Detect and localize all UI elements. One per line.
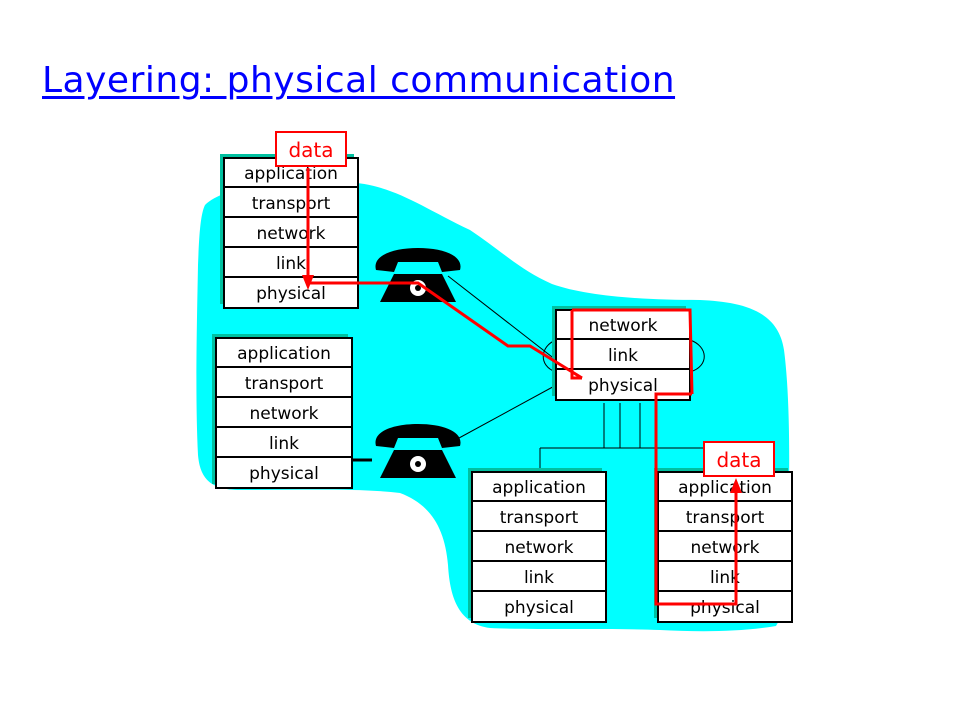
layer-transport-box <box>216 368 352 398</box>
layer-network-box <box>556 310 690 340</box>
layer-physical-box <box>472 592 606 622</box>
layer-network-box <box>658 532 792 562</box>
layer-network-label: network <box>504 538 573 558</box>
host-stack-bottom-middle: application transport network link physical <box>468 468 607 623</box>
layer-network-box <box>224 218 358 248</box>
layer-application-box <box>216 338 352 368</box>
route-connector <box>308 281 694 395</box>
layer-transport-label: transport <box>686 508 765 528</box>
layer-transport-label: transport <box>245 374 324 394</box>
data-label-destination: data <box>703 441 775 477</box>
layer-application-label: application <box>492 478 586 498</box>
stack-border <box>471 471 607 623</box>
stack-border <box>215 337 353 489</box>
data-label-destination-text: data <box>716 448 761 472</box>
layer-physical-label: physical <box>588 376 658 396</box>
layer-application-label: application <box>678 478 772 498</box>
layer-link-box <box>472 562 606 592</box>
layer-transport-box <box>472 502 606 532</box>
layer-network-label: network <box>588 316 657 336</box>
data-label-source: data <box>275 131 347 167</box>
layer-link-label: link <box>608 346 638 366</box>
layer-link-box <box>216 428 352 458</box>
layer-network-box <box>216 398 352 428</box>
layer-link-box <box>658 562 792 592</box>
arrowhead-up-icon <box>730 478 742 493</box>
layer-link-label: link <box>276 254 306 274</box>
telephone-icon <box>375 424 461 478</box>
layer-transport-label: transport <box>500 508 579 528</box>
page-title: Layering: physical communication <box>42 60 676 101</box>
layer-link-label: link <box>710 568 740 588</box>
layer-network-label: network <box>249 404 318 424</box>
layer-network-label: network <box>256 224 325 244</box>
host-stack-bottom-right: application transport network link physical <box>654 468 793 623</box>
layer-transport-label: transport <box>252 194 331 214</box>
host-stack-top-left: application transport network link physical <box>220 154 359 309</box>
layer-network-box <box>472 532 606 562</box>
layer-link-label: link <box>524 568 554 588</box>
layer-application-box <box>472 472 606 502</box>
layer-physical-label: physical <box>256 284 326 304</box>
layer-application-label: application <box>237 344 331 364</box>
layer-link-box <box>556 340 690 370</box>
layer-physical-label: physical <box>690 598 760 618</box>
layer-application-label: application <box>244 164 338 184</box>
layer-physical-label: physical <box>249 464 319 484</box>
layer-network-label: network <box>690 538 759 558</box>
layer-physical-label: physical <box>504 598 574 618</box>
arrowhead-down-icon <box>302 275 314 290</box>
layer-physical-box <box>216 458 352 488</box>
layer-transport-box <box>658 502 792 532</box>
layer-link-label: link <box>269 434 299 454</box>
host-stack-middle-left: application transport network link physical <box>212 334 353 489</box>
layer-transport-box <box>224 188 358 218</box>
layer-physical-box <box>658 592 792 622</box>
data-label-source-text: data <box>288 138 333 162</box>
data-path <box>306 168 738 606</box>
layer-link-box <box>224 248 358 278</box>
arrowheads <box>302 275 742 493</box>
